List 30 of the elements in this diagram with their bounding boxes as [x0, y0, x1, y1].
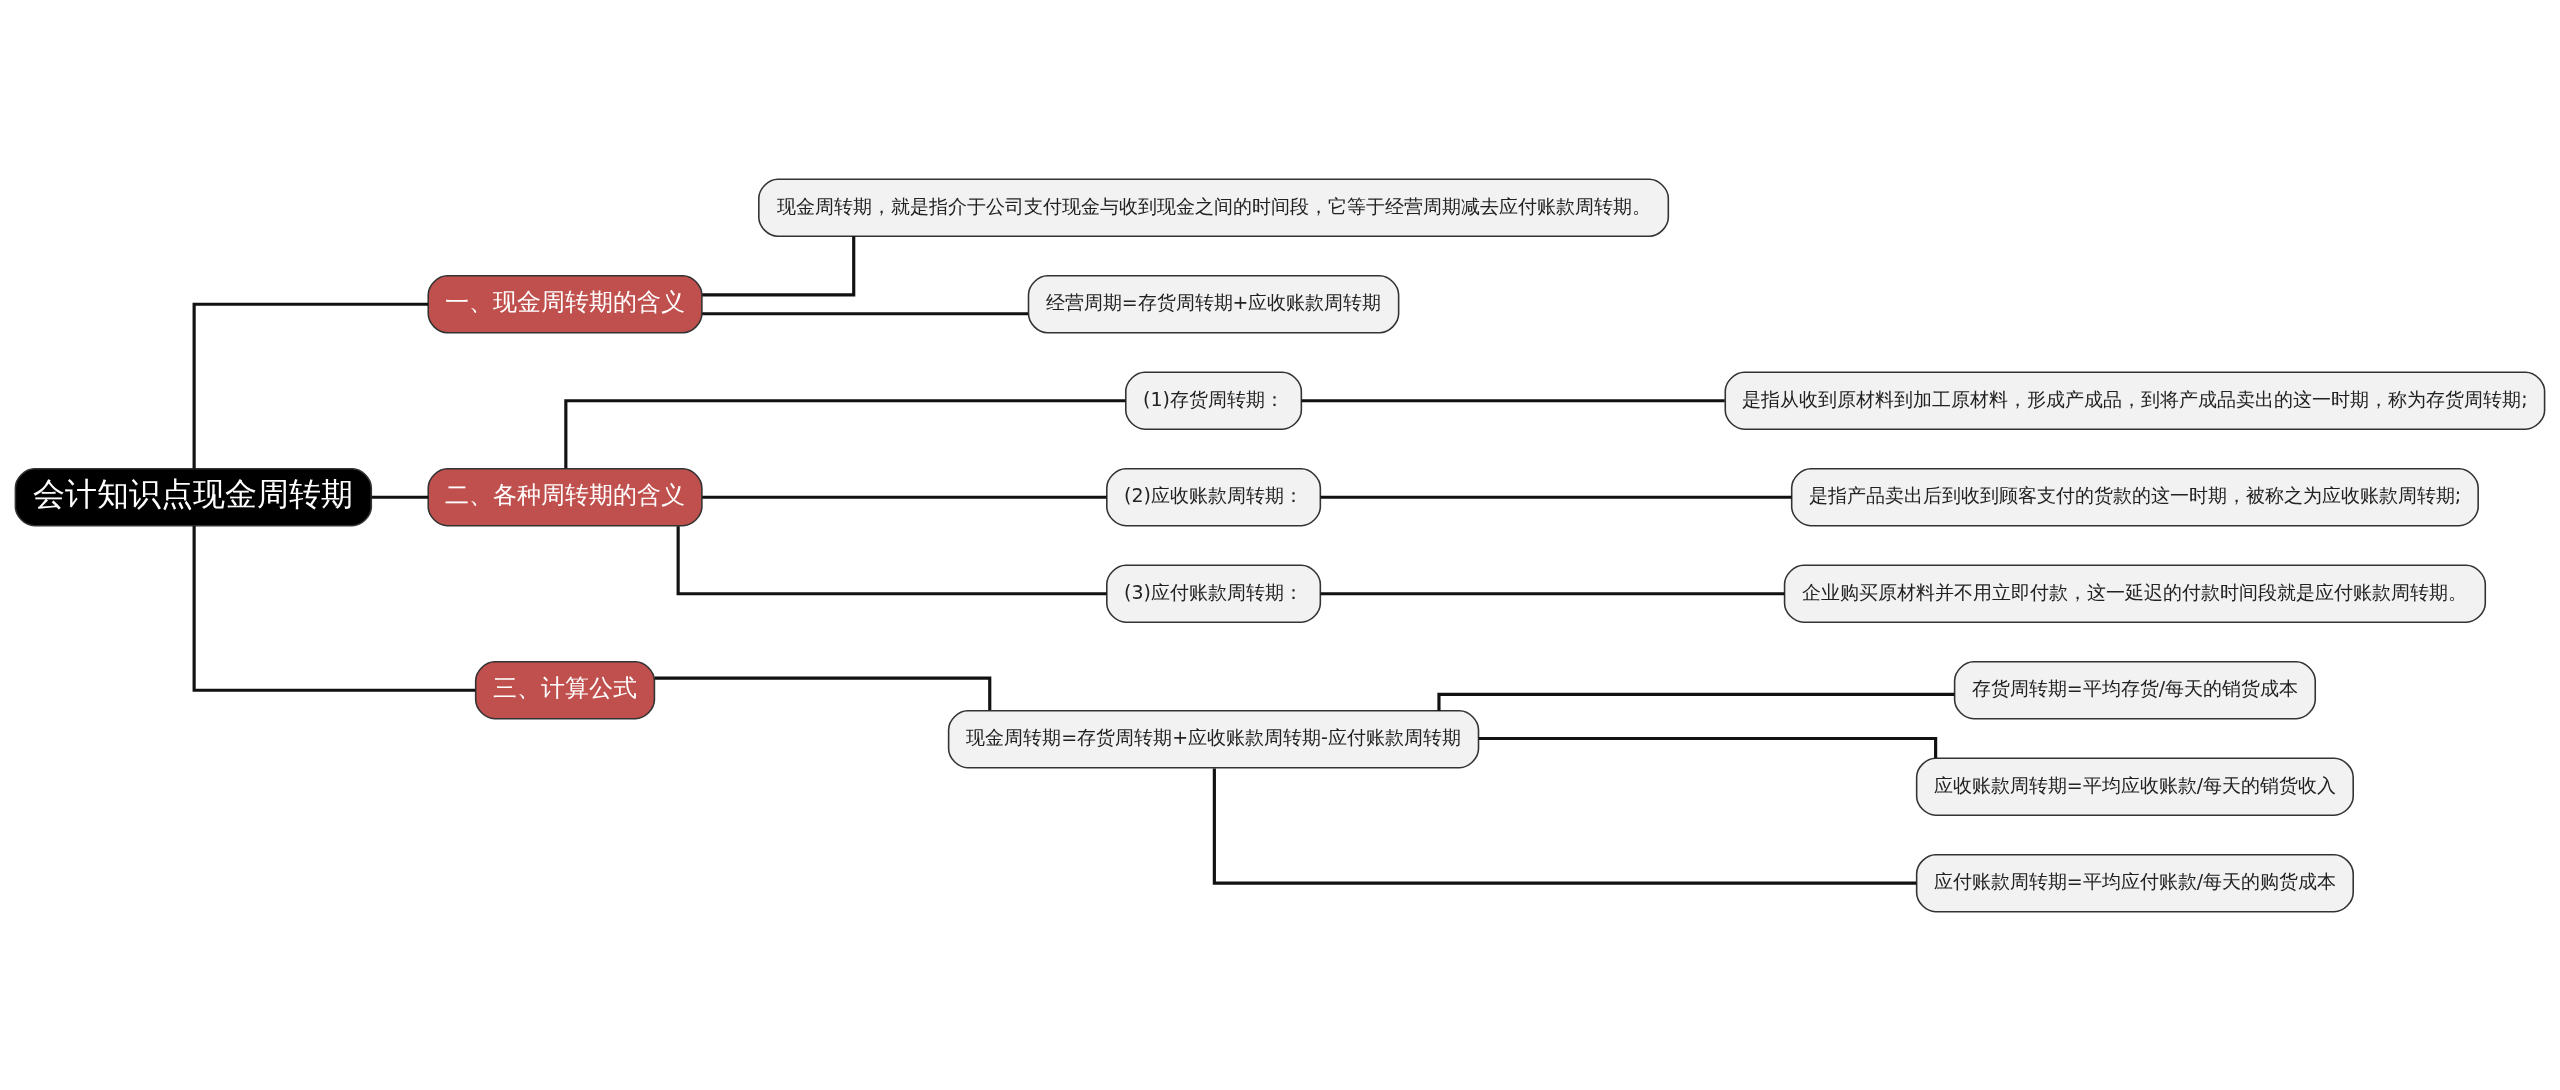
connector: [1320, 591, 1785, 595]
connector: [371, 495, 429, 499]
node-box: (1)存货周转期：: [1125, 371, 1303, 430]
connector: [702, 311, 1029, 315]
node-box: (3)应付账款周转期：: [1106, 564, 1322, 623]
node-box: 一、现金周转期的含义: [427, 274, 703, 334]
node-box: 现金周转期，就是指介于公司支付现金与收到现金之间的时间段，它等于经营周期减去应付账款周转期。: [758, 178, 1670, 237]
connector: [1212, 767, 1917, 885]
node-box: 应付账款周转期=平均应付账款/每天的购货成本: [1915, 853, 2354, 912]
node-box: 三、计算公式: [474, 660, 656, 719]
connector: [1320, 495, 1792, 499]
connector: [192, 525, 476, 692]
node-box: 二、各种周转期的含义: [427, 467, 703, 526]
node-box: 是指从收到原材料到加工原材料，形成产成品，到将产成品卖出的这一时期，称为存货周转期;: [1724, 371, 2546, 430]
connector: [702, 495, 1107, 499]
node-box: 是指产品卖出后到收到顾客支付的货款的这一时期，被称之为应收账款周转期;: [1790, 467, 2479, 526]
node-box: 经营周期=存货周转期+应收账款周转期: [1027, 274, 1400, 334]
connector: [564, 398, 1126, 468]
connector: [702, 235, 856, 296]
node-box: 现金周转期=存货周转期+应收账款周转期-应付账款周转期: [947, 709, 1480, 768]
node-box: (2)应收账款周转期：: [1106, 467, 1322, 526]
node-box: 会计知识点现金周转期: [14, 467, 373, 526]
connector: [1301, 398, 1725, 402]
connector: [192, 302, 428, 469]
node-box: 存货周转期=平均存货/每天的销货成本: [1953, 660, 2317, 719]
connector: [1437, 692, 1955, 711]
node-box: 应收账款周转期=平均应收账款/每天的销货收入: [1915, 756, 2354, 816]
node-box: 企业购买原材料并不用立即付款，这一延迟的付款时间段就是应付账款周转期。: [1783, 564, 2487, 623]
connector: [676, 525, 1107, 595]
connector: [1478, 736, 1938, 758]
